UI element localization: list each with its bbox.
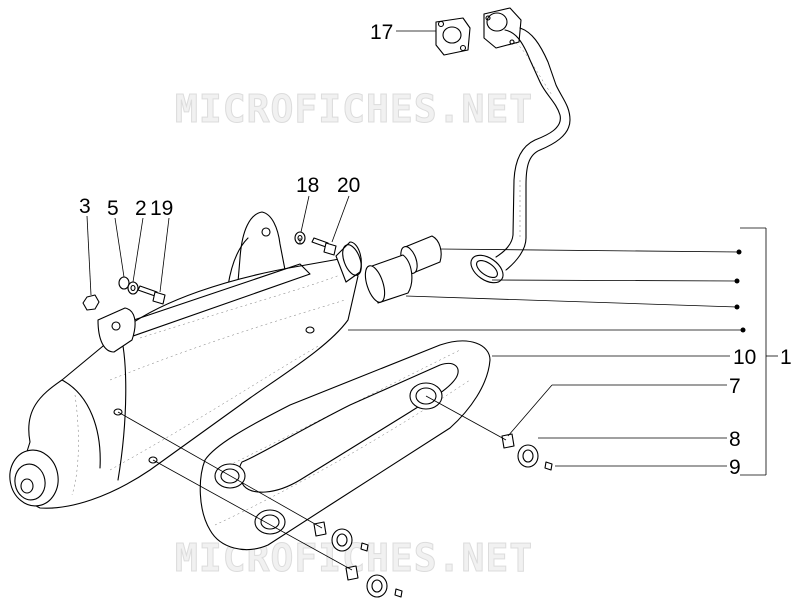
- screw-lower-2: [394, 588, 403, 598]
- leader-dot: [736, 249, 742, 255]
- exhaust-header-pipe: [470, 7, 571, 284]
- callout-2: 2: [135, 197, 147, 220]
- pipe-sleeve-lower: [364, 254, 413, 304]
- callout-8: 8: [729, 428, 741, 451]
- heat-shield: [199, 340, 491, 551]
- callout-10: 10: [733, 346, 756, 369]
- spacer-lower-2: [345, 565, 359, 581]
- callout-17: 17: [370, 21, 393, 44]
- leader-dot: [740, 327, 746, 333]
- washer-2: [127, 281, 139, 295]
- grommet-lower-2: [366, 574, 388, 598]
- assembly-lines: [117, 238, 507, 571]
- callout-18: 18: [296, 174, 319, 197]
- leader-dot: [734, 304, 740, 310]
- callout-9: 9: [729, 456, 741, 479]
- leader-lines: [86, 30, 778, 476]
- watermark-top: MICROFICHES.NET: [175, 87, 533, 131]
- callout-20: 20: [337, 174, 360, 197]
- spacer-7: [501, 433, 515, 449]
- callout-1: 1: [780, 346, 792, 369]
- callout-5: 5: [107, 197, 119, 220]
- nut-3: [82, 294, 100, 311]
- grommet-8: [517, 444, 539, 468]
- screw-lower-1: [360, 542, 369, 552]
- callout-3: 3: [79, 195, 91, 218]
- callout-19: 19: [150, 197, 173, 220]
- muffler: [9, 211, 362, 509]
- exhaust-gasket: [435, 17, 471, 56]
- grommet-lower-1: [331, 528, 353, 552]
- bolt-20: [311, 237, 337, 256]
- screw-9: [544, 461, 553, 471]
- pipe-sleeve-upper: [400, 235, 442, 274]
- leader-dot: [734, 278, 740, 284]
- bolt-19: [137, 285, 166, 305]
- callout-7: 7: [729, 375, 741, 398]
